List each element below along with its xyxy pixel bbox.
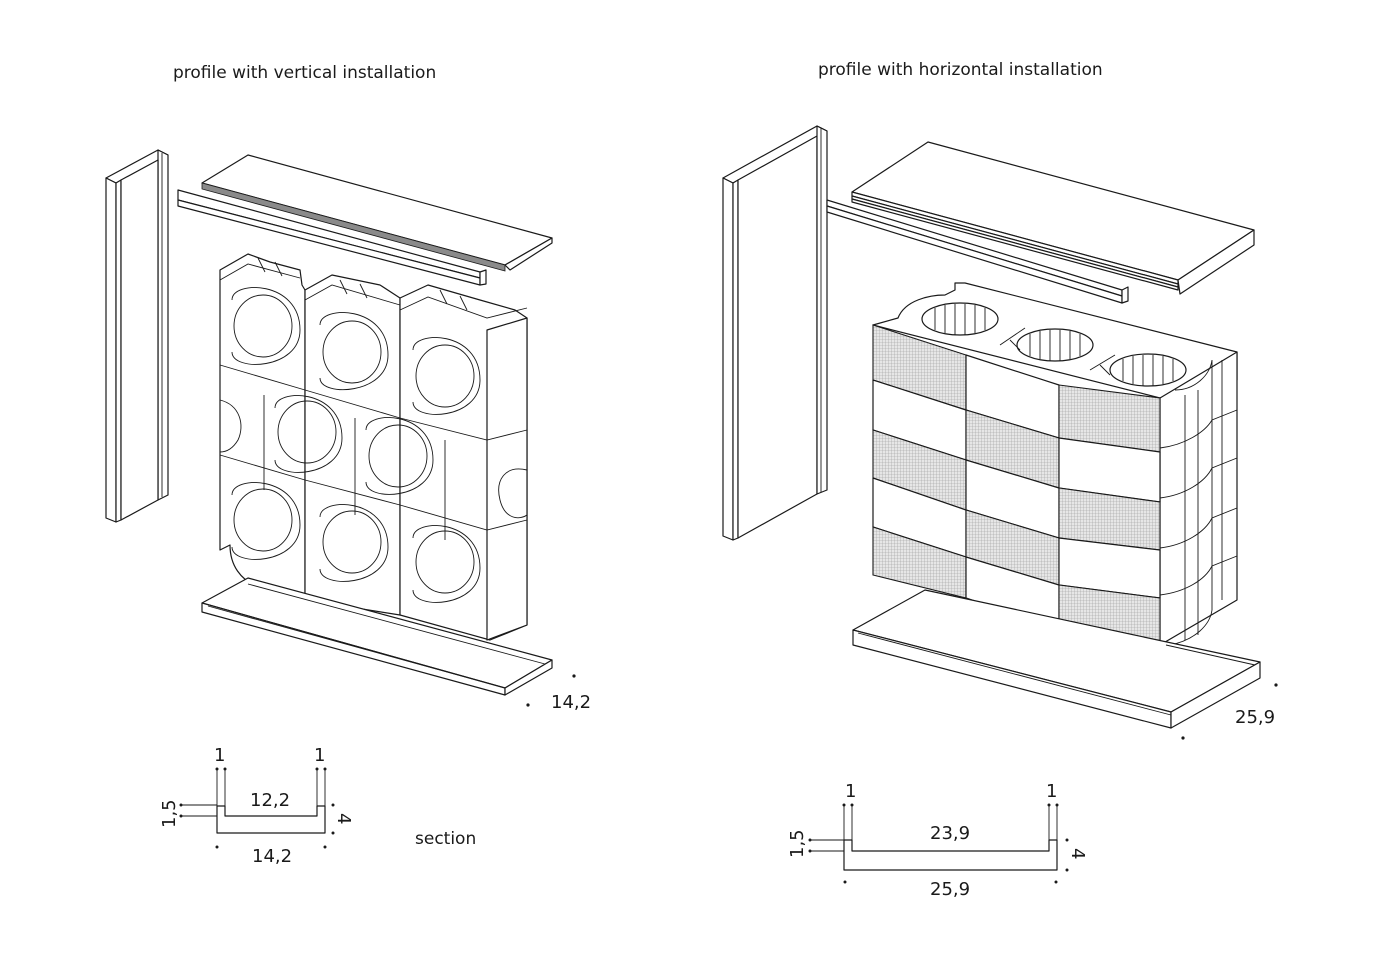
left-block-wall <box>219 253 528 641</box>
left-height-label: 4 <box>333 813 354 824</box>
right-panel: profile with horizontal installation <box>722 60 1278 900</box>
right-vertical-profile <box>722 125 828 541</box>
right-top-profile <box>826 141 1255 304</box>
right-height-label: 4 <box>1067 848 1088 859</box>
section-label: section <box>415 829 476 849</box>
left-profile-width-label: 14,2 <box>551 692 591 713</box>
right-bottom-profile <box>852 589 1261 729</box>
left-top-profile <box>177 154 553 286</box>
left-base-thickness-label: 1,5 <box>159 799 180 828</box>
right-panel-title: profile with horizontal installation <box>818 60 1103 80</box>
block-holes <box>921 302 1187 387</box>
right-profile-width-label: 25,9 <box>1235 707 1275 728</box>
right-inner-width-label: 23,9 <box>930 823 970 844</box>
left-outer-width-label: 14,2 <box>252 846 292 867</box>
dim-dot <box>1181 736 1185 740</box>
left-panel-title: profile with vertical installation <box>173 63 436 83</box>
right-flange-left-label: 1 <box>845 781 856 802</box>
right-outer-width-label: 25,9 <box>930 879 970 900</box>
right-block-wall <box>872 282 1238 646</box>
left-section-drawing: 1 1 12,2 14,2 1,5 4 <box>159 745 354 867</box>
left-bottom-profile <box>201 577 553 696</box>
left-flange-left-label: 1 <box>214 745 225 766</box>
left-panel: profile with vertical installation <box>105 63 591 867</box>
left-vertical-profile <box>105 149 169 523</box>
dim-dot <box>526 703 530 707</box>
dim-dot <box>572 674 576 678</box>
dim-dot <box>1274 683 1278 687</box>
left-flange-right-label: 1 <box>314 745 325 766</box>
right-base-thickness-label: 1,5 <box>787 829 808 858</box>
right-flange-right-label: 1 <box>1046 781 1057 802</box>
right-section-drawing: 1 1 23,9 25,9 1,5 4 <box>787 781 1088 900</box>
left-inner-width-label: 12,2 <box>250 790 290 811</box>
